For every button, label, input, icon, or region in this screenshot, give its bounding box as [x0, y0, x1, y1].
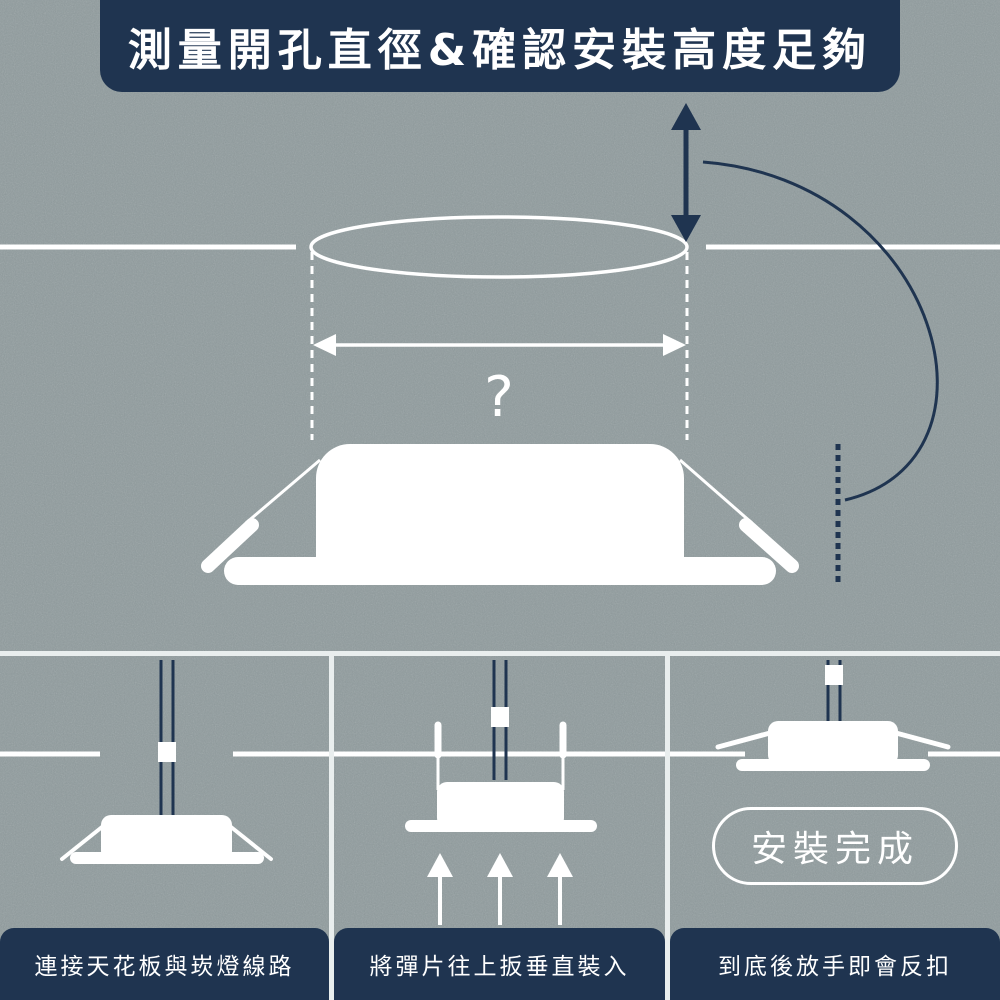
step-2-caption: 將彈片往上扳垂直裝入 [334, 928, 665, 1000]
divider-vertical-2 [665, 651, 670, 1000]
step-2-caption-text: 將彈片往上扳垂直裝入 [369, 954, 630, 980]
height-leader-curve [702, 160, 939, 502]
step-1-caption-text: 連接天花板與崁燈線路 [34, 954, 295, 980]
step-1-illustration [0, 660, 329, 864]
title-banner: 測量開孔直徑&確認安裝高度足夠 [100, 0, 900, 92]
complete-label: 安裝完成 [750, 829, 919, 870]
up-arrow-icon [487, 853, 513, 925]
divider-horizontal [0, 651, 1000, 656]
step-3-illustration [670, 660, 1000, 771]
up-down-arrow-icon [671, 103, 701, 242]
step-3-caption: 到底後放手即會反扣 [670, 928, 1000, 1000]
page-title: 測量開孔直徑&確認安裝高度足夠 [127, 25, 873, 76]
step-1-caption: 連接天花板與崁燈線路 [0, 928, 329, 1000]
step-3-caption-text: 到底後放手即會反扣 [718, 954, 952, 980]
divider-vertical-1 [329, 651, 334, 1000]
double-arrow-icon [313, 334, 686, 356]
question-mark: ? [484, 365, 514, 430]
installation-complete-badge: 安裝完成 [712, 807, 958, 885]
downlight-fixture [201, 444, 799, 585]
step-panel-3: 安裝完成 到底後放手即會反扣 [670, 655, 1000, 1000]
step-2-illustration [334, 660, 665, 925]
cut-hole-ellipse [309, 215, 689, 279]
step-panel-2: 將彈片往上扳垂直裝入 [334, 655, 665, 1000]
up-arrow-icon [547, 853, 573, 925]
main-diagram: ? [0, 103, 1000, 585]
step-panel-1: 連接天花板與崁燈線路 [0, 655, 329, 1000]
up-arrow-icon [427, 853, 453, 925]
